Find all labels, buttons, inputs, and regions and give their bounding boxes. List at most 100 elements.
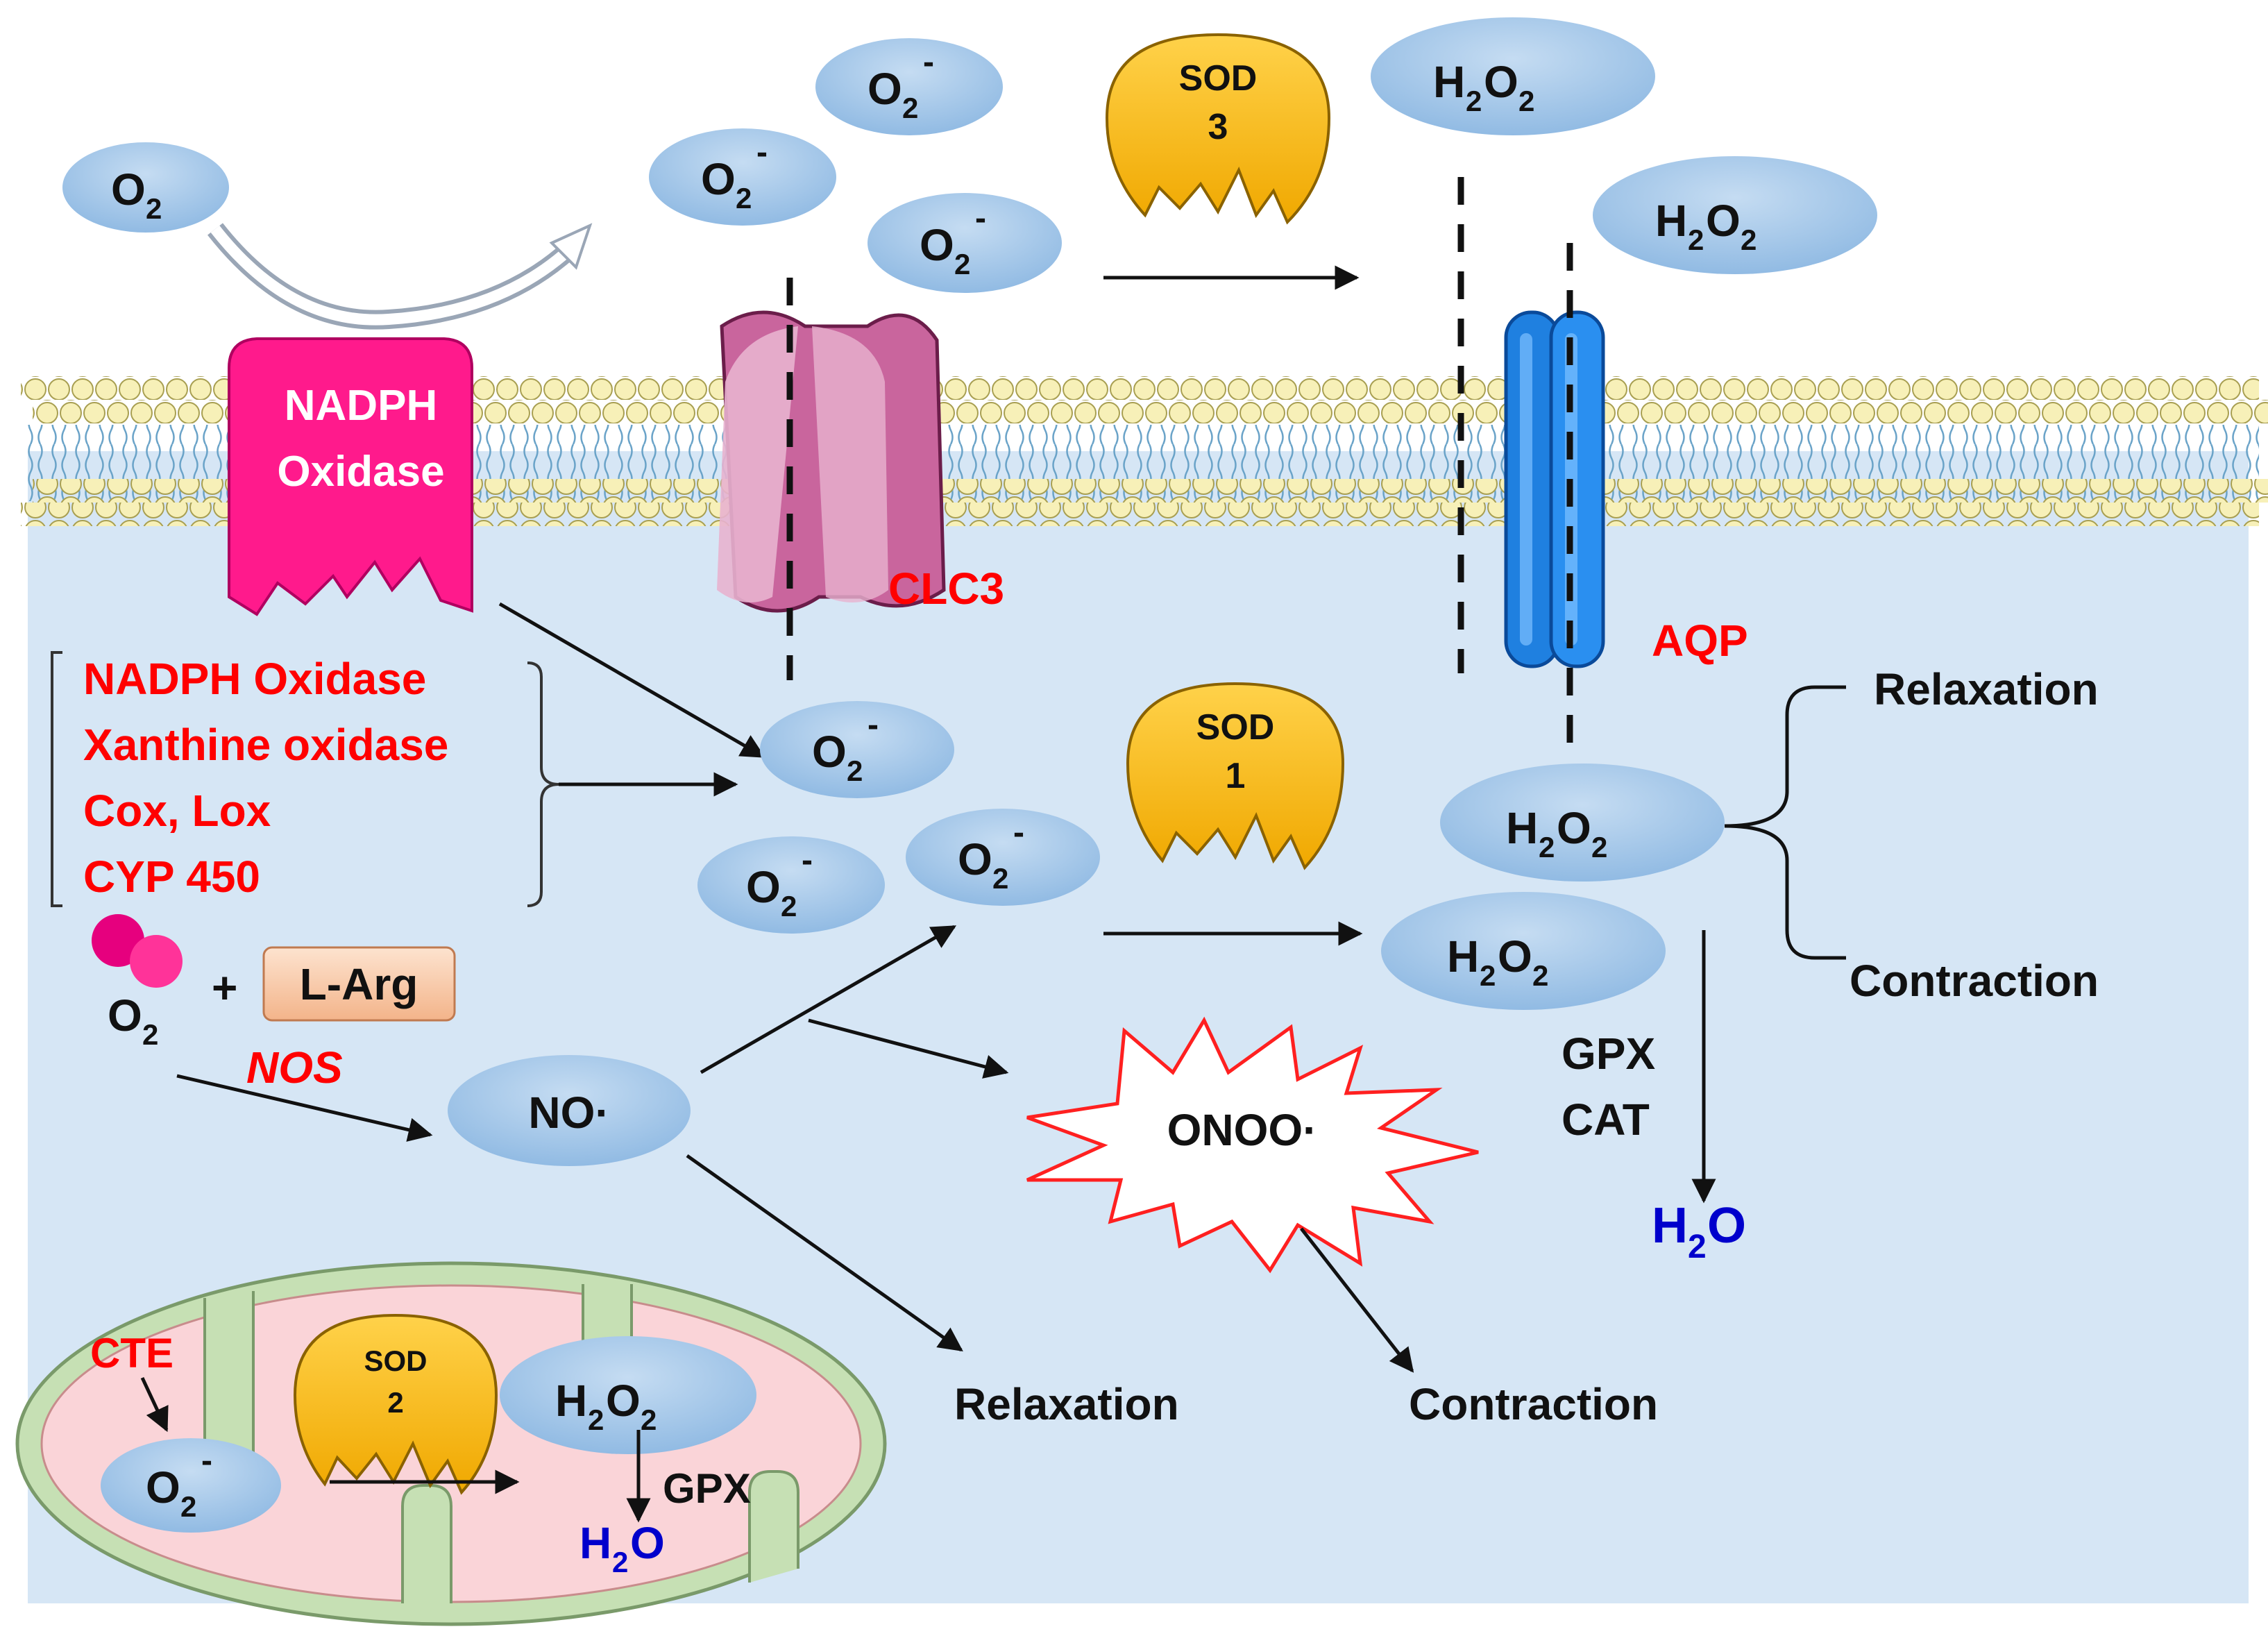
source-nadph-oxidase: NADPH Oxidase [83, 654, 426, 704]
nadph-oxidase-label-1: NADPH [285, 382, 437, 430]
sod2-label-1: SOD [364, 1344, 427, 1377]
contraction-label-2: Contraction [1409, 1379, 1658, 1429]
sod3-label-2: 3 [1208, 107, 1228, 147]
superoxide-bubble-6: O 2 - [906, 809, 1100, 906]
sod1-enzyme: SOD 1 [1126, 682, 1345, 870]
svg-text:2: 2 [142, 1018, 158, 1051]
svg-text:2: 2 [1518, 85, 1534, 117]
svg-text:O: O [630, 1518, 665, 1568]
plus-sign: + [212, 963, 237, 1013]
svg-text:-: - [201, 1442, 212, 1479]
nos-label: NOS [246, 1043, 343, 1093]
h2o2-outcome-brace: Relaxation Contraction [1724, 664, 2099, 1006]
superoxide-bubble-2: O 2 - [649, 128, 836, 226]
svg-text:O: O [1498, 931, 1532, 981]
svg-text:2: 2 [1466, 85, 1482, 117]
svg-text:-: - [802, 842, 813, 879]
h2o2-bubble-3: H 2 O 2 [1440, 764, 1725, 882]
svg-text:2: 2 [641, 1403, 657, 1436]
nadph-oxidase-label-2: Oxidase [277, 448, 444, 496]
svg-text:-: - [868, 707, 879, 743]
svg-text:2: 2 [1539, 831, 1555, 863]
svg-text:-: - [923, 44, 934, 81]
no-to-superoxide-arrow [700, 925, 957, 1074]
svg-text:H: H [1652, 1198, 1688, 1254]
svg-text:2: 2 [781, 890, 797, 922]
water-product-1: H 2 O [1652, 1198, 1746, 1265]
superoxide-bubble-5: O 2 - [697, 836, 885, 934]
svg-text:2: 2 [992, 862, 1008, 895]
svg-text:O: O [1707, 1198, 1746, 1254]
sod1-label-2: 1 [1226, 756, 1246, 796]
svg-text:2: 2 [146, 192, 162, 225]
to-peroxynitrite-arrow [808, 1018, 1009, 1079]
superoxide-bubble-1: O 2 - [815, 38, 1003, 135]
peroxynitrite-to-contraction-arrow [1300, 1227, 1414, 1373]
clc3-channel: CLC3 [717, 278, 1004, 680]
svg-text:H: H [1655, 196, 1687, 246]
gpx-label-1: GPX [1562, 1029, 1655, 1079]
o2-conversion-arrow [207, 223, 593, 330]
cte-label: CTE [90, 1330, 174, 1376]
nadph-oxidase-enzyme: NADPH Oxidase [228, 337, 473, 616]
no-radical-bubble: NO· [448, 1055, 691, 1166]
sod1-label-1: SOD [1196, 707, 1275, 748]
svg-text:2: 2 [180, 1490, 196, 1523]
svg-text:H: H [1506, 803, 1538, 853]
svg-text:2: 2 [1591, 831, 1607, 863]
svg-text:O: O [111, 165, 146, 214]
svg-text:O: O [920, 220, 954, 270]
cat-label: CAT [1562, 1095, 1650, 1145]
svg-text:2: 2 [1741, 224, 1757, 256]
oxygen-molecule-icon [92, 914, 183, 988]
svg-text:H: H [1447, 931, 1479, 981]
svg-text:2: 2 [612, 1546, 628, 1578]
gpx-label-2: GPX [663, 1465, 751, 1512]
svg-text:O: O [606, 1376, 641, 1426]
svg-text:NO·: NO· [528, 1088, 609, 1138]
svg-text:2: 2 [847, 754, 863, 787]
svg-text:-: - [975, 200, 986, 237]
superoxide-bubble-mito: O 2 - [101, 1438, 281, 1533]
svg-text:O: O [868, 64, 902, 114]
h2o2-bubble-2: H 2 O 2 [1593, 156, 1877, 274]
water-product-2: H 2 O [579, 1518, 665, 1578]
clc3-label: CLC3 [888, 564, 1004, 614]
sod3-label-1: SOD [1179, 58, 1258, 99]
nadph-to-superoxide-arrow [498, 602, 766, 759]
svg-text:O: O [958, 834, 992, 884]
svg-text:O: O [812, 727, 847, 777]
svg-text:2: 2 [1688, 1229, 1707, 1265]
svg-text:H: H [1433, 57, 1465, 107]
aqp-channel: AQP [1457, 177, 1748, 750]
svg-text:O: O [146, 1462, 180, 1512]
sod2-label-2: 2 [387, 1386, 403, 1419]
ros-source-list: NADPH Oxidase Xanthine oxidase Cox, Lox … [51, 651, 559, 907]
relaxation-label-2: Relaxation [954, 1379, 1179, 1429]
svg-text:H: H [579, 1518, 611, 1568]
o2-bubble: O 2 [62, 142, 229, 233]
svg-text:2: 2 [1480, 959, 1496, 992]
relaxation-label-1: Relaxation [1874, 664, 2099, 714]
svg-text:-: - [756, 134, 768, 171]
nos-to-no-arrow [176, 1074, 433, 1142]
svg-text:2: 2 [954, 248, 970, 280]
superoxide-bubble-3: O 2 - [868, 193, 1062, 293]
l-arg-box: L-Arg [262, 946, 456, 1022]
sod3-enzyme: SOD 3 [1105, 33, 1331, 225]
svg-text:-: - [1013, 814, 1024, 851]
cte-to-superoxide-arrow [140, 1376, 169, 1433]
no-to-relaxation-arrow [686, 1154, 963, 1352]
svg-text:O: O [108, 990, 142, 1040]
l-arg-label: L-Arg [300, 959, 418, 1009]
sod2-enzyme: SOD 2 [293, 1313, 498, 1495]
h2o2-bubble-1: H 2 O 2 [1371, 17, 1655, 135]
svg-text:O: O [1484, 57, 1518, 107]
aqp-label: AQP [1652, 616, 1748, 666]
svg-text:H: H [555, 1376, 587, 1426]
svg-text:O: O [746, 862, 781, 912]
svg-text:O: O [701, 154, 736, 204]
source-cyp450: CYP 450 [83, 852, 260, 902]
source-xanthine-oxidase: Xanthine oxidase [83, 720, 448, 770]
